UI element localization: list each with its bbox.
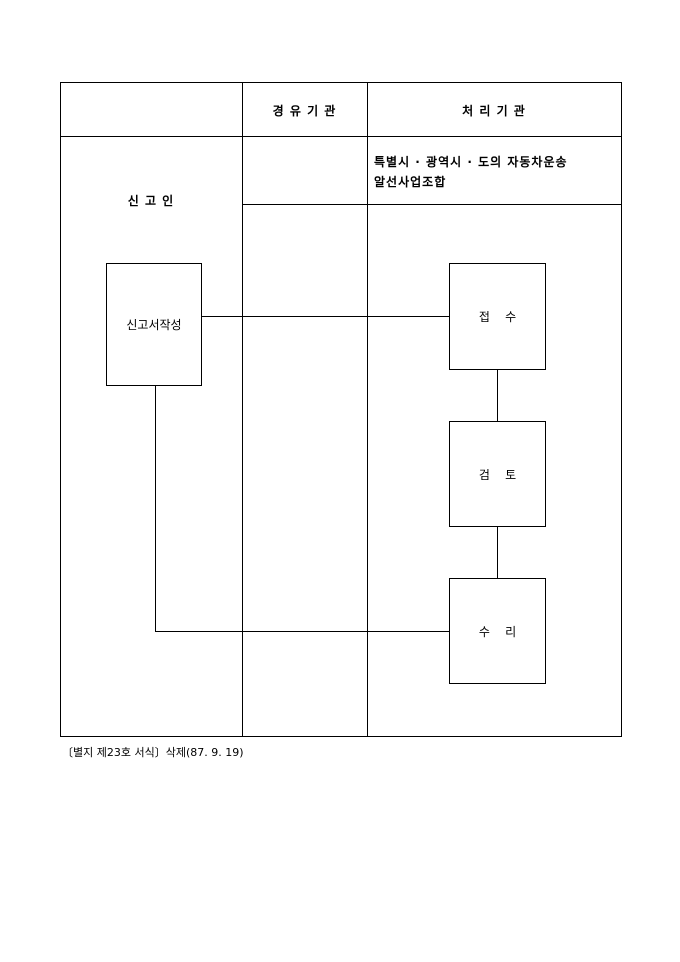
step-label: 검 토 <box>478 467 517 482</box>
table-border-top <box>60 82 622 83</box>
table-border-right <box>621 82 622 737</box>
step-label: 신고서작성 <box>126 318 182 332</box>
column-divider <box>242 82 243 737</box>
flow-step-receive: 접 수 <box>449 263 546 370</box>
step-label: 접 수 <box>478 310 517 324</box>
connector-write-to-receive <box>201 316 449 317</box>
step-label: 수 리 <box>478 624 517 639</box>
processing-org-line2: 알선사업조합 <box>374 175 447 189</box>
column-divider <box>367 82 368 737</box>
row-divider <box>242 204 622 205</box>
processing-org-line1: 특별시 · 광역시 · 도의 자동차운송 <box>374 155 568 169</box>
flow-step-write: 신고서작성 <box>106 263 202 386</box>
connector-review-to-accept <box>497 526 498 578</box>
header-processing-org: 처 리 기 관 <box>462 104 526 118</box>
table-border-left <box>60 82 61 737</box>
header-intermediary-org: 경 유 기 관 <box>272 104 337 118</box>
connector-receive-to-review <box>497 369 498 421</box>
applicant-label: 신 고 인 <box>127 194 175 208</box>
header-divider <box>60 136 622 137</box>
connector-return <box>155 631 449 632</box>
flow-step-review: 검 토 <box>449 421 546 527</box>
table-border-bottom <box>60 736 622 737</box>
footnote: 〔별지 제23호 서식〕삭제(87. 9. 19) <box>62 746 244 759</box>
flow-step-accept: 수 리 <box>449 578 546 684</box>
connector-return <box>155 385 156 631</box>
